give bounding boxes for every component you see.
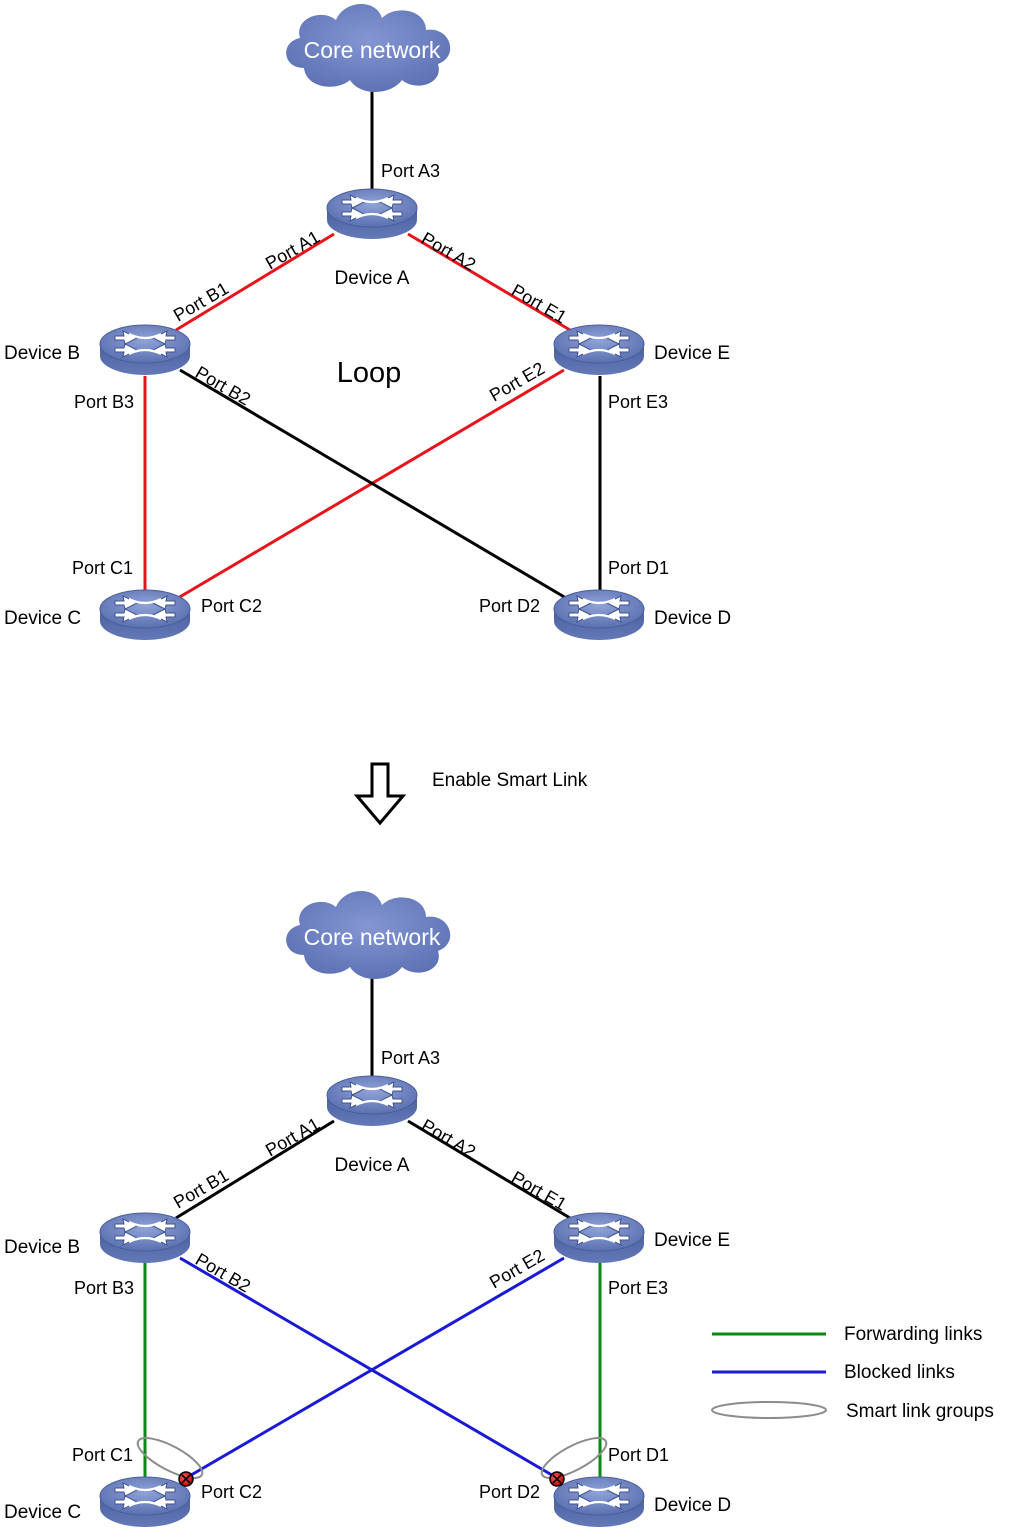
- switch-icon: [552, 588, 646, 642]
- port-b2-label: Port B2: [192, 1249, 254, 1296]
- device-b-label: Device B: [4, 1237, 80, 1258]
- switch-icon: [552, 323, 646, 377]
- link-e-c-bottom: [185, 1256, 565, 1480]
- device-e-label: Device E: [654, 1230, 730, 1251]
- device-d-label: Device D: [654, 608, 731, 629]
- device-d-label: Device D: [654, 1495, 731, 1516]
- device-c-label: Device C: [4, 1502, 81, 1523]
- switch-icon: [325, 1074, 419, 1128]
- port-a1-label: Port A1: [262, 227, 323, 274]
- switch-icon: [98, 1211, 192, 1265]
- device-b-label: Device B: [4, 343, 80, 364]
- port-d2-label: Port D2: [479, 596, 540, 616]
- enable-smart-link-label: Enable Smart Link: [432, 770, 588, 791]
- device-e-label: Device E: [654, 343, 730, 364]
- core-network-label: Core network: [304, 37, 441, 63]
- port-b3-label: Port B3: [74, 1278, 134, 1298]
- port-c2-label: Port C2: [201, 1482, 262, 1502]
- port-d1-label: Port D1: [608, 558, 669, 578]
- port-a1-label: Port A1: [262, 1114, 323, 1161]
- port-d2-label: Port D2: [479, 1482, 540, 1502]
- down-arrow-icon: [353, 762, 407, 826]
- port-b3-label: Port B3: [74, 392, 134, 412]
- link-b-d-bottom: [179, 1256, 558, 1480]
- link-b-d-top: [179, 368, 567, 600]
- legend-blocked-label: Blocked links: [844, 1362, 955, 1383]
- link-a-b-top: [175, 232, 335, 332]
- blocked-port-icon: [549, 1471, 565, 1487]
- switch-icon: [552, 1475, 646, 1529]
- port-e1-label: Port E1: [508, 280, 570, 327]
- port-a2-label: Port A2: [418, 1115, 479, 1162]
- bottom-diagram: Core network Device A Device B Device E …: [4, 890, 731, 1529]
- switch-icon: [98, 1475, 192, 1529]
- switch-icon: [98, 588, 192, 642]
- link-a-b-bottom: [175, 1119, 335, 1220]
- legend: Forwarding links Blocked links Smart lin…: [711, 1324, 994, 1422]
- port-a2-label: Port A2: [418, 228, 479, 275]
- port-e1-label: Port E1: [508, 1167, 570, 1214]
- legend-smart-group-swatch: [711, 1401, 827, 1419]
- link-a-e-bottom: [407, 1119, 571, 1220]
- port-a3-label: Port A3: [381, 1048, 440, 1068]
- loop-label: Loop: [337, 357, 402, 389]
- port-e3-label: Port E3: [608, 392, 668, 412]
- link-a-e-top: [407, 232, 571, 332]
- core-network-label: Core network: [304, 924, 441, 950]
- device-a-label: Device A: [335, 268, 410, 289]
- port-a3-label: Port A3: [381, 161, 440, 181]
- switch-icon: [325, 187, 419, 241]
- smart-link-group-d: [540, 1437, 608, 1479]
- blocked-port-icon: [178, 1471, 194, 1487]
- port-c1-label: Port C1: [72, 558, 133, 578]
- port-b2-label: Port B2: [192, 362, 254, 409]
- legend-smart-group-label: Smart link groups: [846, 1401, 994, 1422]
- top-diagram: Core network Device A Device B Device E …: [4, 3, 731, 642]
- port-c1-label: Port C1: [72, 1445, 133, 1465]
- legend-forwarding-label: Forwarding links: [844, 1324, 982, 1345]
- smart-link-group-c: [136, 1437, 204, 1479]
- switch-icon: [98, 323, 192, 377]
- port-d1-label: Port D1: [608, 1445, 669, 1465]
- switch-icon: [552, 1211, 646, 1265]
- port-c2-label: Port C2: [201, 596, 262, 616]
- device-c-label: Device C: [4, 608, 81, 629]
- device-a-label: Device A: [335, 1155, 410, 1176]
- port-e3-label: Port E3: [608, 1278, 668, 1298]
